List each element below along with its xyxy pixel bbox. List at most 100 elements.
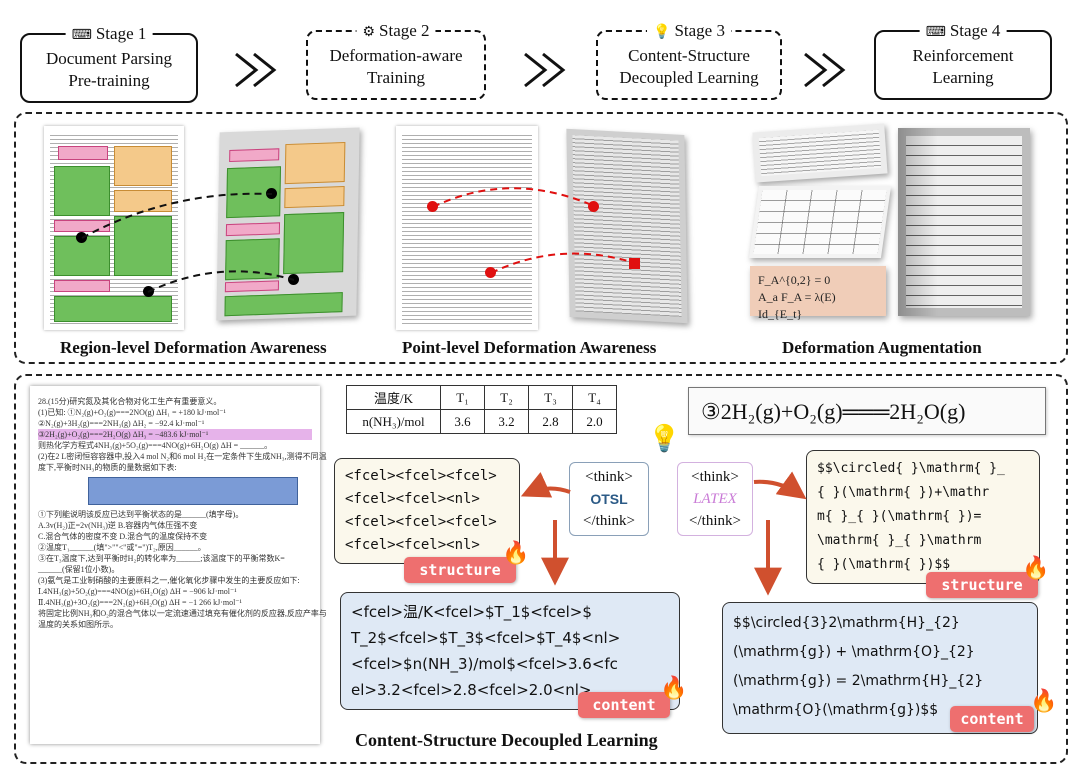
fire-icon: 🔥 <box>502 540 530 565</box>
decoupled-learning-panel <box>14 374 1068 764</box>
fire-icon: 🔥 <box>1022 555 1050 580</box>
code-line: (\mathrm{g}) + \mathrm{O}_{2} <box>733 644 975 660</box>
deformation-panel <box>14 112 1068 364</box>
code-line: \mathrm{ }_{ }\mathrm <box>817 533 982 548</box>
otsl-content-box: <fcel>温/K<fcel>$T_1$<fcel>$ T_2$<fcel>$T… <box>340 592 680 710</box>
stage-1-line-1: Document Parsing <box>45 49 173 69</box>
code-line: el>3.2<fcel>2.8<fcel>2.0<nl> <box>351 681 592 699</box>
table-cell: 温度/K <box>346 385 441 410</box>
augment-form-sample <box>898 128 1030 316</box>
code-line: { }(\mathrm{ })+\mathr <box>817 485 990 500</box>
stage-2-line-2: Training <box>367 68 425 88</box>
augment-text-sample <box>752 123 888 183</box>
table-cell: n(NH₃)/mol <box>346 409 441 434</box>
code-line: T_2$<fcel>$T_3$<fcel>$T_4$<nl> <box>351 629 621 647</box>
table-cell: T₁ <box>440 385 485 410</box>
stage-2-line-1: Deformation-aware <box>329 46 463 66</box>
stage-1-line-2: Pre-training <box>68 71 150 91</box>
structure-tag: structure <box>926 572 1038 598</box>
augment-formula-sample: F_A^{0,2} = 0 A_a F_A = λ(E) Id_{E_t} <box>750 266 886 321</box>
augment-formula-line-2: A_a F_A = λ(E) Id_{E_t} <box>758 290 836 321</box>
chevron-right-icon <box>524 52 566 88</box>
content-tag: content <box>950 706 1034 732</box>
point-square <box>629 258 640 269</box>
lightbulb-icon: 💡 <box>653 25 671 40</box>
exam-line: 28.(15分)研究氮及其化合物对化工生产有重要意义。 <box>38 397 222 406</box>
stage-3-line-1: Content-Structure <box>628 46 750 66</box>
point-flat-document <box>396 126 538 330</box>
stage-2-title: ⚙Stage 2 <box>356 20 436 44</box>
augment-table-sample <box>748 186 892 258</box>
table-cell: T₂ <box>484 385 529 410</box>
fire-icon: 🔥 <box>1030 688 1058 713</box>
code-line: <fcel><fcel><nl> <box>345 537 480 553</box>
region-dot <box>266 188 277 199</box>
stage-1-title: ⌨Stage 1 <box>65 23 153 47</box>
region-caption: Region-level Deformation Awareness <box>60 338 327 357</box>
code-line: <fcel>温/K<fcel>$T_1$<fcel>$ <box>351 603 592 621</box>
exam-line: 温度的关系如图所示。 <box>38 620 118 629</box>
exam-line: A.3v(H₂)正=2v(NH₃)逆 B.容器内气体压强不变 <box>38 521 198 530</box>
exam-line: (2)在2 L密闭恒容容器中,投入4 mol N₂和6 mol H₂在一定条件下… <box>38 452 327 461</box>
point-dot <box>588 201 599 212</box>
table-cell: T₃ <box>528 385 573 410</box>
chevron-right-icon <box>804 52 846 88</box>
code-line: <fcel><fcel><fcel> <box>345 514 497 530</box>
otsl-structure-box: <fcel><fcel><fcel> <fcel><fcel><nl> <fce… <box>334 458 520 564</box>
table-cell: T₄ <box>572 385 617 410</box>
table-cell: 2.8 <box>528 409 573 434</box>
latex-structure-box: $$\circled{ }\mathrm{ }_ { }(\mathrm{ })… <box>806 450 1040 584</box>
exam-highlighted-line: ③2H₂(g)+O₂(g)===2H₂O(g) ΔH₃ = −483.6 kJ·… <box>38 429 312 440</box>
decoupled-caption: Content-Structure Decoupled Learning <box>355 730 658 750</box>
region-dot <box>143 286 154 297</box>
table-cell: 2.0 <box>572 409 617 434</box>
chevron-right-icon <box>235 52 277 88</box>
code-line: <fcel><fcel><nl> <box>345 491 480 507</box>
code-line: $$\circled{ }\mathrm{ }_ <box>817 461 1005 476</box>
region-dot <box>288 274 299 285</box>
code-line: $$\circled{3}2\mathrm{H}_{2} <box>733 615 960 631</box>
exam-line: Ⅰ.4NH₃(g)+5O₂(g)===4NO(g)+6H₂O(g) ΔH = −… <box>38 587 237 596</box>
stage-4-line-2: Learning <box>932 68 994 88</box>
stage-4-title: ⌨Stage 4 <box>919 20 1007 44</box>
exam-line: C.混合气体的密度不变 D.混合气的温度保持不变 <box>38 532 208 541</box>
brain-gear-icon: ⚙ <box>362 25 376 40</box>
stage-3-line-2: Decoupled Learning <box>619 68 759 88</box>
code-line: \mathrm{O}(\mathrm{g})$$ <box>733 702 939 718</box>
exam-line: 则热化学方程式4NH₃(g)+5O₂(g)===4NO(g)+6H₂O(g) Δ… <box>38 441 273 450</box>
point-caption: Point-level Deformation Awareness <box>402 338 657 357</box>
exam-line: (3)氨气是工业制硝酸的主要原料之一,催化氧化步骤中发生的主要反应如下: <box>38 576 300 585</box>
table-cell: 3.6 <box>440 409 485 434</box>
table-cell: 3.2 <box>484 409 529 434</box>
exam-table-highlight <box>88 477 298 505</box>
exam-line: ②N₂(g)+3H₂(g)===2NH₃(g) ΔH₂ = −92.4 kJ·m… <box>38 419 205 428</box>
exam-line: ______(保留1位小数)。 <box>38 565 120 574</box>
otsl-keyword: OTSL <box>590 491 628 507</box>
augment-caption: Deformation Augmentation <box>782 338 982 357</box>
latex-keyword: LATEX <box>693 491 737 507</box>
code-line: { }(\mathrm{ })$$ <box>817 557 951 572</box>
keyboard-icon: ⌨ <box>925 25 946 40</box>
exam-line: (1)已知: ①N₂(g)+O₂(g)===2NO(g) ΔH₁ = +180 … <box>38 408 226 417</box>
code-line: (\mathrm{g}) = 2\mathrm{H}_{2} <box>733 673 984 689</box>
exam-document: 28.(15分)研究氮及其化合物对化工生产有重要意义。 (1)已知: ①N₂(g… <box>30 386 327 744</box>
lightbulb-icon: 💡 <box>648 424 681 453</box>
exam-line: ③在T₃温度下,达到平衡时H₂的转化率为______;该温度下的平衡常数K= <box>38 554 285 563</box>
augment-formula-line-1: F_A^{0,2} = 0 <box>758 273 831 287</box>
otsl-think-box: <think> OTSL </think> <box>569 462 649 536</box>
fire-icon: 🔥 <box>660 675 688 700</box>
point-dot <box>485 267 496 278</box>
table-row: 温度/K T₁ T₂ T₃ T₄ <box>346 385 617 410</box>
stage-3-title: 💡Stage 3 <box>647 20 731 44</box>
keyboard-icon: ⌨ <box>71 28 92 43</box>
exam-line: ②温度T₁______(填">""<"或"=")T₂,原因______。 <box>38 543 206 552</box>
region-warped-document <box>216 127 360 321</box>
source-table: 温度/K T₁ T₂ T₃ T₄ n(NH₃)/mol 3.6 3.2 2.8 … <box>346 385 617 434</box>
point-warped-document <box>566 128 688 324</box>
region-dot <box>76 232 87 243</box>
exam-line: 度下,平衡时NH₃的物质的量数据如下表: <box>38 463 177 472</box>
